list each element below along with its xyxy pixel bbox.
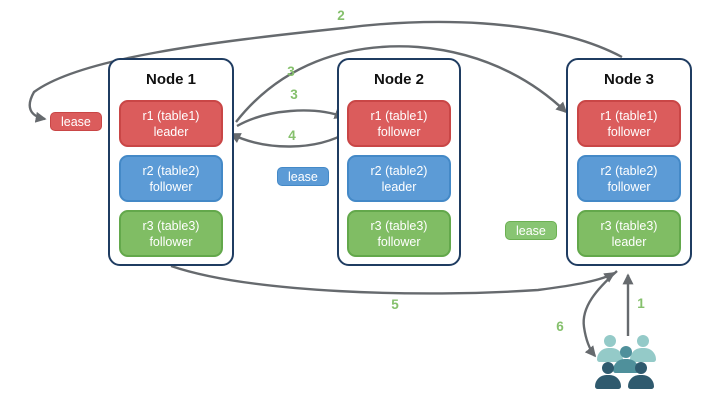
- arrow-step6-node3-to-users: [582, 270, 618, 358]
- replica-name: r2 (table2): [600, 163, 658, 178]
- replica-r1-table1-follower: r1 (table1) follower: [577, 100, 681, 147]
- replica-r3-table3-follower: r3 (table3) follower: [119, 210, 223, 257]
- replica-name: r1 (table1): [600, 108, 658, 123]
- replica-r2-table2-follower: r2 (table2) follower: [119, 155, 223, 202]
- lease-badge-red: lease: [50, 112, 102, 131]
- person-icon: [613, 346, 639, 373]
- replica-name: r2 (table2): [370, 163, 428, 178]
- step-label-5: 5: [391, 297, 399, 312]
- person-icon: [595, 362, 621, 389]
- replica-r3-table3-leader: r3 (table3) leader: [577, 210, 681, 257]
- arrow-step4-node2-to-node1: [229, 130, 349, 148]
- arrow-step5-node1-to-node3: [170, 264, 616, 295]
- step-label-2: 2: [337, 8, 345, 23]
- replica-role: follower: [377, 124, 421, 139]
- step-label-1: 1: [637, 296, 645, 311]
- arrow-step3-node1-to-node3: [235, 45, 568, 123]
- replica-role: leader: [611, 234, 647, 249]
- arrow-step3-node1-to-node2: [236, 108, 346, 128]
- replica-role: follower: [377, 234, 421, 249]
- lease-badge-green: lease: [505, 221, 557, 240]
- replica-name: r3 (table3): [600, 218, 658, 233]
- lease-badge-blue: lease: [277, 167, 329, 186]
- replica-r2-table2-leader: r2 (table2) leader: [347, 155, 451, 202]
- step-label-3a: 3: [287, 64, 295, 79]
- node-1: Node 1 r1 (table1) leader r2 (table2) fo…: [108, 58, 234, 266]
- person-icon: [630, 335, 656, 362]
- step-label-3b: 3: [290, 87, 298, 102]
- replica-name: r1 (table1): [370, 108, 428, 123]
- replica-r1-table1-leader: r1 (table1) leader: [119, 100, 223, 147]
- replica-role: follower: [607, 124, 651, 139]
- replica-name: r2 (table2): [142, 163, 200, 178]
- step-label-6: 6: [556, 319, 564, 334]
- replica-name: r3 (table3): [370, 218, 428, 233]
- arrow-step2-node3-to-lease: [28, 20, 623, 123]
- replica-r1-table1-follower: r1 (table1) follower: [347, 100, 451, 147]
- node-3: Node 3 r1 (table1) follower r2 (table2) …: [566, 58, 692, 266]
- replica-role: leader: [381, 179, 417, 194]
- person-icon: [597, 335, 623, 362]
- person-icon: [628, 362, 654, 389]
- replica-role: follower: [149, 234, 193, 249]
- replica-name: r3 (table3): [142, 218, 200, 233]
- replica-r3-table3-follower: r3 (table3) follower: [347, 210, 451, 257]
- node-title: Node 3: [603, 71, 654, 88]
- node-title: Node 1: [145, 71, 196, 88]
- users-group-icon: [594, 334, 660, 398]
- step-label-4: 4: [288, 128, 296, 143]
- replica-role: leader: [153, 124, 189, 139]
- node-2: Node 2 r1 (table1) follower r2 (table2) …: [337, 58, 461, 266]
- replica-r2-table2-follower: r2 (table2) follower: [577, 155, 681, 202]
- replica-role: follower: [607, 179, 651, 194]
- replica-name: r1 (table1): [142, 108, 200, 123]
- node-title: Node 2: [373, 71, 424, 88]
- replica-role: follower: [149, 179, 193, 194]
